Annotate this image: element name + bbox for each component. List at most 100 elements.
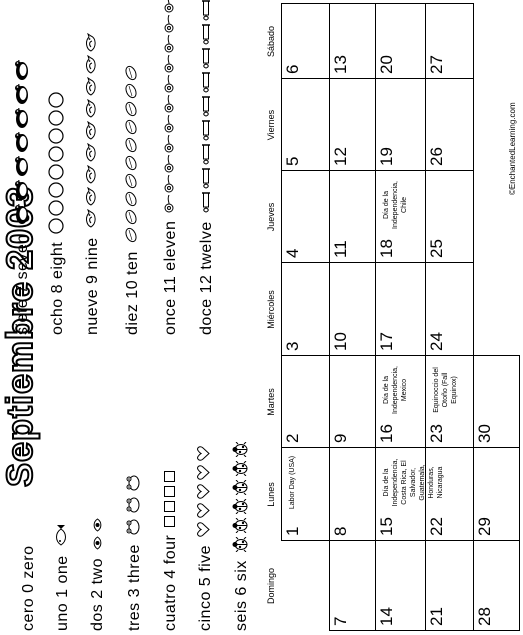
day-cell: 17 — [375, 262, 426, 356]
fish-icon — [54, 525, 72, 547]
number-row: seis 6 six — [225, 441, 259, 631]
number-label: uno 1 one — [54, 555, 71, 631]
number-row: diez 10 ten — [116, 65, 150, 335]
day-cell: 11 — [329, 170, 376, 263]
day-cell: 29 — [473, 447, 520, 541]
penguin-icon — [13, 59, 34, 82]
day-cell: 19 — [375, 78, 426, 171]
candle-icon — [198, 23, 216, 45]
heart-icon — [197, 522, 215, 537]
square-icon — [162, 500, 180, 512]
day-number: 15 — [377, 517, 396, 536]
circle-icon — [47, 128, 69, 144]
day-number: 11 — [331, 240, 350, 258]
day-cell: 14 — [375, 540, 426, 631]
number-label: diez 10 ten — [124, 251, 141, 335]
candle-icon — [198, 167, 216, 189]
day-number: 21 — [427, 607, 446, 626]
circle-icon — [47, 146, 69, 162]
penguin-icon — [13, 131, 34, 154]
bug-icon — [232, 479, 253, 496]
day-cell: 28 — [473, 540, 520, 631]
number-row: uno 1 one — [46, 525, 80, 631]
bird-icon — [84, 143, 103, 163]
flower-icon — [162, 134, 181, 153]
number-label: tres 3 three — [126, 544, 143, 631]
icon-group — [232, 441, 253, 553]
flower-icon — [162, 194, 181, 213]
egg-icon — [124, 119, 142, 135]
square-icon — [162, 470, 180, 482]
icon-group — [124, 65, 142, 243]
flower-icon — [162, 54, 181, 73]
holiday-note: Día de la Independencia, Mexico — [383, 366, 408, 414]
number-label: seis 6 six — [233, 560, 250, 631]
day-cell: 26 — [425, 78, 474, 171]
bird-icon — [84, 77, 103, 97]
flower-icon — [162, 0, 181, 13]
day-cell: 7 — [329, 540, 376, 631]
heart-icon — [197, 503, 215, 518]
number-label: ocho 8 eight — [49, 241, 66, 335]
number-row: cinco 5 five — [189, 446, 223, 631]
bug-icon — [232, 498, 253, 515]
holiday-note: Labor Day (USA) — [289, 455, 296, 510]
frog-icon — [126, 518, 145, 536]
day-number: 16 — [377, 424, 396, 443]
square-icon — [162, 515, 180, 527]
weekday-header: Jueves — [266, 202, 276, 232]
heart-icon — [197, 465, 215, 480]
weekday-header: Domingo — [266, 567, 276, 605]
weekday-header: Viernes — [266, 109, 276, 141]
candle-icon — [198, 71, 216, 93]
day-number: 14 — [377, 607, 396, 626]
penguin-icon — [13, 83, 34, 106]
candle-icon — [198, 143, 216, 165]
penguin-icon — [13, 203, 34, 226]
day-cell: 20 — [375, 3, 426, 79]
penguin-icon — [13, 179, 34, 202]
weekday-header: Sábado — [266, 25, 276, 58]
day-number: 18 — [377, 239, 396, 258]
number-label: doce 12 twelve — [198, 221, 215, 335]
day-cell: 21 — [425, 540, 474, 631]
day-number: 7 — [331, 616, 350, 626]
number-label: cinco 5 five — [197, 544, 214, 631]
day-cell: 8 — [329, 447, 376, 541]
flower-icon — [162, 74, 181, 93]
egg-icon — [124, 101, 142, 117]
circle-icon — [47, 164, 69, 180]
bug-icon — [232, 460, 253, 477]
day-number: 6 — [283, 64, 302, 74]
day-number: 19 — [377, 147, 396, 166]
day-number: 3 — [283, 341, 302, 351]
holiday-note: Día de la Independencia, Chile — [383, 181, 408, 229]
day-cell: 4 — [281, 170, 330, 263]
circle-icon — [47, 92, 69, 108]
frog-icon — [126, 496, 145, 514]
number-row: siete 7 seven — [6, 59, 40, 335]
number-row: once 11 eleven — [154, 0, 188, 335]
icon-group — [47, 92, 69, 234]
icon-group — [197, 446, 215, 537]
circle-icon — [47, 200, 69, 216]
number-row: tres 3 three — [118, 474, 152, 631]
bug-icon — [232, 517, 253, 534]
weekday-header: Miércoles — [266, 290, 276, 329]
heart-icon — [197, 484, 215, 499]
day-number: 4 — [283, 248, 302, 258]
credit-text: ©EnchantedLearning.com — [508, 102, 517, 195]
day-number: 25 — [427, 239, 446, 258]
bird-icon — [84, 209, 103, 229]
day-number: 17 — [377, 332, 396, 351]
day-number: 20 — [377, 55, 396, 74]
day-number: 5 — [283, 156, 302, 166]
candle-icon — [198, 95, 216, 117]
bird-icon — [84, 99, 103, 119]
